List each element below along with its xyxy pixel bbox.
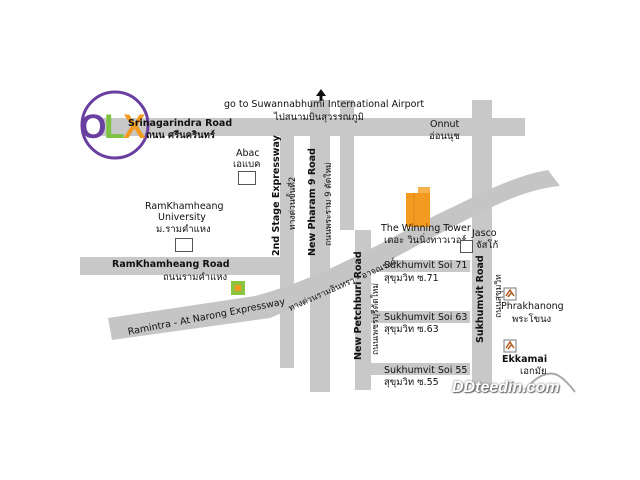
- gas-station-icon: [231, 281, 245, 295]
- petchburi-road-label-th: ถนนเพชรบุรีตัดใหม่: [371, 283, 381, 355]
- ekkamai-label-th: เอกมัย: [520, 366, 547, 377]
- phrakhanong-label-th: พระโขนง: [512, 314, 552, 325]
- svg-text:X: X: [123, 108, 146, 146]
- up-arrow-icon: [316, 89, 326, 101]
- ramkhamheang-road-label: RamKhamheang Road: [112, 259, 230, 270]
- soi71-label-th: สุขุมวิท ซ.71: [384, 273, 439, 284]
- ramkhamheang-road-label-th: ถนนรามคำแหง: [163, 272, 228, 283]
- airport-label-en: go to Suwannabhumi International Airport: [224, 99, 425, 110]
- ru-building: [175, 238, 193, 252]
- watermark-text: DDteedin.com: [452, 379, 560, 396]
- srinagarindra-road-label: Srinagarindra Road: [128, 118, 233, 129]
- soi71-label: Sukhumvit Soi 71: [384, 260, 468, 271]
- sukhumvit-road: [472, 100, 492, 392]
- soi55-label: Sukhumvit Soi 55: [384, 365, 468, 376]
- winning-tower-label-th: เดอะ วินนิ่งทาวเวอร์: [384, 235, 467, 246]
- stage2-expressway: [280, 118, 294, 368]
- airport-road: [340, 100, 354, 230]
- ramintra-expressway: [108, 170, 560, 340]
- ru-label-th: ม.รามคำแหง: [156, 224, 211, 235]
- soi63-label: Sukhumvit Soi 63: [384, 312, 468, 323]
- phrakhanong-label: Phrakhanong: [501, 301, 564, 312]
- abac-label: Abac: [236, 148, 260, 159]
- abac-label-th: เอแบค: [233, 159, 261, 170]
- ru-label-2: University: [158, 212, 206, 223]
- bts-station-icon: [503, 339, 517, 353]
- ru-label-1: RamKhamheang: [145, 201, 224, 212]
- sukhumvit-soi63: [370, 311, 470, 323]
- jasco-label: Jasco: [472, 228, 497, 239]
- watermark-hill: [524, 372, 576, 393]
- jasco-label-th: จัสโก้: [476, 240, 499, 251]
- srinagarindra-road-label-th: ถนน ศรีนครินทร์: [146, 130, 215, 141]
- winning-tower-label: The Winning Tower: [381, 223, 471, 234]
- stage2-expressway-label-th: ทางด่วนขั้นที่2: [288, 176, 298, 230]
- petchburi-road-label: New Petchburi Road: [353, 251, 364, 360]
- ramkhamheang-road: [80, 257, 280, 275]
- onnut-label: Onnut: [430, 119, 460, 130]
- svg-text:L: L: [104, 108, 125, 146]
- stage2-expressway-label: 2nd Stage Expressway: [271, 135, 282, 256]
- ekkamai-label: Ekkamai: [502, 354, 548, 365]
- sukhumvit-soi55: [370, 363, 470, 375]
- abac-building: [238, 171, 256, 185]
- bts-station-icon: [503, 287, 517, 301]
- jasco-building: [460, 240, 473, 253]
- svg-text:O: O: [80, 108, 106, 146]
- soi63-label-th: สุขุมวิท ซ.63: [384, 324, 439, 335]
- sukhumvit-road-label: Sukhumvit Road: [475, 255, 486, 343]
- onnut-label-th: อ่อนนุช: [429, 131, 460, 142]
- pharam9-road-label: New Pharam 9 Road: [307, 148, 318, 256]
- airport-label-th: ไปสนามบินสุวรรณภูมิ: [274, 112, 364, 123]
- olx-logo: O L X: [80, 90, 150, 160]
- soi55-label-th: สุขุมวิท ซ.55: [384, 377, 439, 388]
- new-pharam9-road: [310, 100, 330, 392]
- tower-building-icon: [406, 187, 430, 227]
- sukhumvit-soi71: [370, 260, 470, 272]
- pharam9-road-label-th: ถนนพระราม 9 ตัดใหม่: [324, 162, 334, 246]
